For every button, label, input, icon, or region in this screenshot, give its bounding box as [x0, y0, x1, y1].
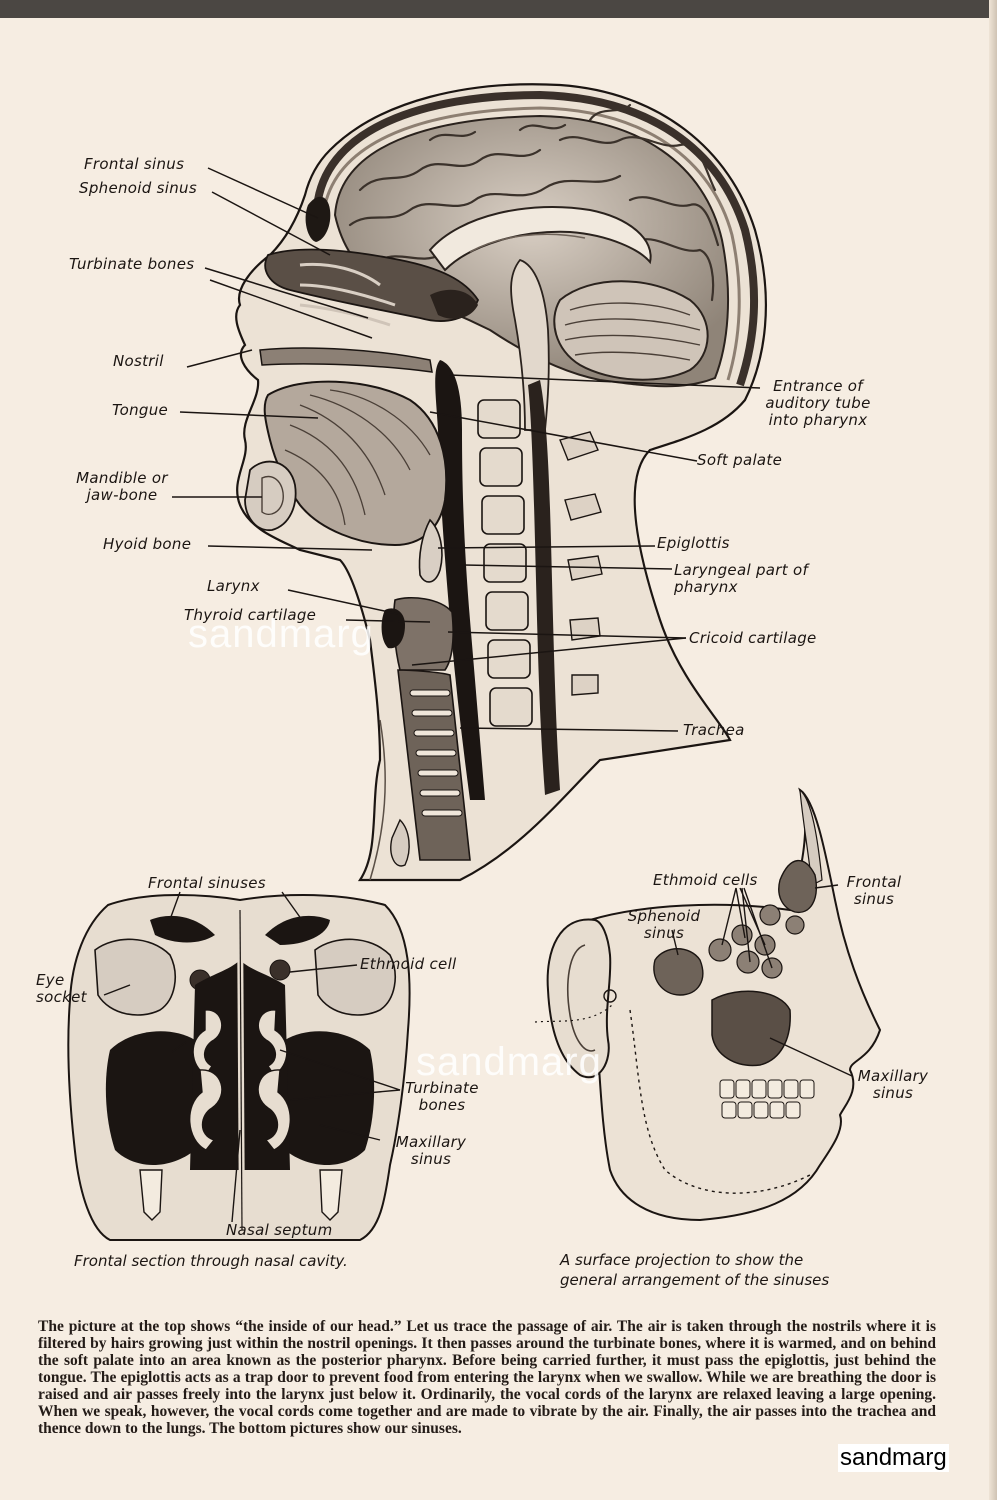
- surface-projection-leaders: [671, 884, 853, 1077]
- surface-projection-diagram: [534, 787, 882, 1222]
- label-frontal-sinuses: Frontal sinuses: [148, 874, 266, 892]
- label-trachea: Trachea: [683, 721, 745, 739]
- label-maxillary-sinus-profile: Maxillary sinus: [857, 1067, 929, 1102]
- main-leader-lines: [172, 167, 761, 732]
- sagittal-head-section: [235, 83, 767, 882]
- frontal-section-diagram: [67, 894, 411, 1241]
- label-eye-socket: Eye socket: [36, 971, 87, 1006]
- label-ethmoid-cells: Ethmoid cells: [653, 871, 758, 889]
- label-turbinate-bones-section: Turbinate bones: [405, 1079, 479, 1114]
- caption-surface-projection: A surface projection to show the general…: [560, 1251, 830, 1289]
- label-epiglottis: Epiglottis: [657, 534, 730, 552]
- label-frontal-sinus: Frontal sinus: [84, 155, 185, 173]
- watermark-lower: sandmarg: [838, 1444, 949, 1472]
- watermark-middle: sandmarg: [416, 1040, 602, 1084]
- caption-frontal-section: Frontal section through nasal cavity.: [74, 1252, 348, 1270]
- description-paragraph: The picture at the top shows “the inside…: [38, 1318, 936, 1437]
- label-ethmoid-cell: Ethmoid cell: [360, 955, 457, 973]
- label-mandible: Mandible or jaw-bone: [76, 469, 168, 504]
- label-hyoid-bone: Hyoid bone: [103, 535, 192, 553]
- label-nasal-septum: Nasal septum: [226, 1221, 333, 1239]
- label-sphenoid-sinus-profile: Sphenoid sinus: [627, 907, 701, 942]
- label-larynx: Larynx: [207, 577, 260, 595]
- label-nostril: Nostril: [113, 352, 164, 370]
- label-tongue: Tongue: [112, 401, 169, 419]
- label-thyroid-cartilage: Thyroid cartilage: [184, 606, 317, 624]
- label-soft-palate: Soft palate: [697, 451, 783, 469]
- label-maxillary-sinus-section: Maxillary sinus: [395, 1133, 467, 1168]
- label-frontal-sinus-profile: Frontal sinus: [846, 873, 902, 908]
- label-turbinate-bones: Turbinate bones: [69, 255, 195, 273]
- watermark-upper: sandmarg: [188, 612, 374, 656]
- label-laryngeal-pharynx: Laryngeal part of pharynx: [674, 561, 809, 596]
- label-sphenoid-sinus: Sphenoid sinus: [79, 179, 197, 197]
- page-edge: [989, 0, 997, 1500]
- label-cricoid-cartilage: Cricoid cartilage: [689, 629, 817, 647]
- label-auditory-tube: Entrance of auditory tube into pharynx: [765, 377, 871, 429]
- frontal-section-leaders: [103, 891, 401, 1223]
- top-border: [0, 0, 997, 18]
